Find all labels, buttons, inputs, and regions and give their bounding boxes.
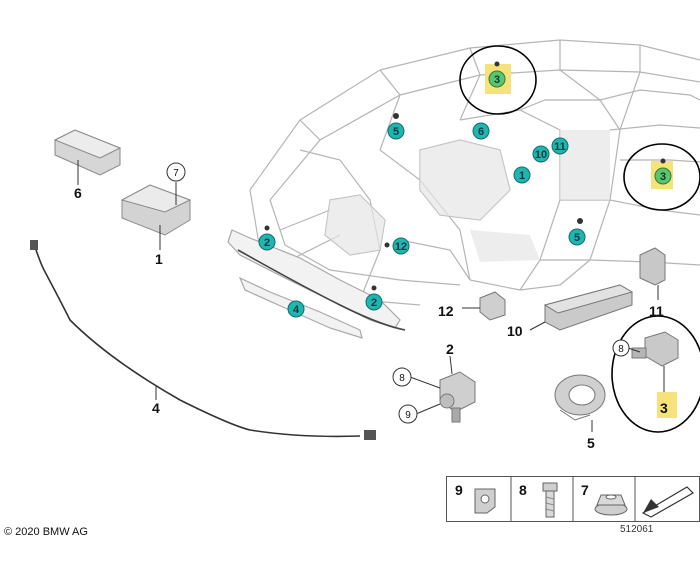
fastener-legend-graphics: 9 8 7 bbox=[455, 477, 694, 521]
part-2-sensor bbox=[439, 371, 476, 423]
car-tag-2-b-label: 2 bbox=[371, 297, 377, 309]
car-tag-3-top bbox=[488, 70, 506, 88]
legend-num-7: 7 bbox=[581, 482, 589, 498]
part-label-10: 10 bbox=[507, 323, 523, 339]
car-body-shading bbox=[325, 130, 610, 262]
car-tag-3-top-label: 3 bbox=[494, 74, 500, 86]
clip-nut-icon bbox=[474, 488, 496, 514]
screw-markers bbox=[264, 61, 666, 291]
car-tag-4-label: 4 bbox=[293, 304, 300, 316]
part-label-6: 6 bbox=[74, 185, 82, 201]
callout-8: 8 bbox=[399, 373, 405, 384]
part-6-module bbox=[53, 129, 122, 176]
part-4-cable-installed bbox=[237, 249, 406, 331]
diagram-number: 512061 bbox=[620, 524, 654, 535]
car-tag-5-a bbox=[387, 122, 405, 140]
highlight-ring-part3 bbox=[611, 315, 700, 433]
part-11-bracket bbox=[639, 247, 666, 286]
car-tag-11-label: 11 bbox=[554, 141, 566, 153]
car-tag-1-label: 1 bbox=[519, 170, 525, 182]
leader-lines bbox=[77, 160, 665, 432]
part-4-cable bbox=[33, 243, 361, 438]
part-1-module bbox=[120, 184, 192, 236]
fastener-legend: 9 8 7 bbox=[446, 476, 700, 522]
callout-8b-circle bbox=[612, 339, 630, 357]
car-tag-6-label: 6 bbox=[478, 126, 484, 138]
callout-8b: 8 bbox=[618, 344, 624, 355]
part-label-12: 12 bbox=[438, 303, 454, 319]
part-10-bracket bbox=[543, 284, 634, 331]
car-tag-10 bbox=[532, 145, 550, 163]
car-tag-4 bbox=[287, 300, 305, 318]
car-tag-10-label: 10 bbox=[535, 149, 547, 161]
cable-connector-left bbox=[30, 240, 38, 250]
part-label-11: 11 bbox=[649, 303, 664, 319]
car-tag-2-b bbox=[365, 293, 383, 311]
car-tag-1 bbox=[513, 166, 531, 184]
car-tag-3-right-label: 3 bbox=[660, 171, 666, 183]
part-label-2: 2 bbox=[446, 341, 454, 357]
car-tag-2-a-label: 2 bbox=[264, 237, 270, 249]
car-tag-5-a-label: 5 bbox=[393, 126, 399, 138]
car-tag-12 bbox=[392, 237, 410, 255]
flange-nut-icon bbox=[594, 494, 628, 516]
legend-num-9: 9 bbox=[455, 482, 463, 498]
car-tag-6 bbox=[472, 122, 490, 140]
part-label-4: 4 bbox=[152, 400, 160, 416]
car-tag-5-b bbox=[568, 228, 586, 246]
bolt-icon bbox=[542, 482, 558, 518]
copyright-text: © 2020 BMW AG bbox=[4, 526, 88, 538]
part-3-sensor bbox=[631, 331, 679, 367]
highlight-ring-right bbox=[623, 143, 700, 211]
callout-8-circle bbox=[392, 367, 412, 387]
car-tag-3-right bbox=[654, 167, 672, 185]
callout-7-circle bbox=[166, 162, 186, 182]
callout-9: 9 bbox=[405, 410, 411, 421]
part-label-1: 1 bbox=[155, 251, 163, 267]
part-label-5: 5 bbox=[587, 435, 595, 451]
car-tag-11 bbox=[551, 137, 569, 155]
arrow-symbol-icon bbox=[641, 486, 694, 518]
part-5-ring bbox=[554, 374, 606, 421]
highlight-square-part3 bbox=[657, 392, 677, 418]
legend-num-8: 8 bbox=[519, 482, 527, 498]
highlight-ring-top bbox=[459, 45, 537, 115]
car-tag-12-label: 12 bbox=[395, 241, 407, 253]
callout-7: 7 bbox=[173, 168, 179, 179]
part-label-3: 3 bbox=[660, 400, 668, 416]
part-12-sensor bbox=[479, 291, 506, 321]
car-tag-2-a bbox=[258, 233, 276, 251]
car-tag-5-b-label: 5 bbox=[574, 232, 580, 244]
cable-connector-right bbox=[364, 430, 376, 440]
car-tags: 3 3 5 6 10 11 1 5 2 12 4 2 bbox=[258, 70, 672, 318]
callout-9-circle bbox=[398, 404, 418, 424]
